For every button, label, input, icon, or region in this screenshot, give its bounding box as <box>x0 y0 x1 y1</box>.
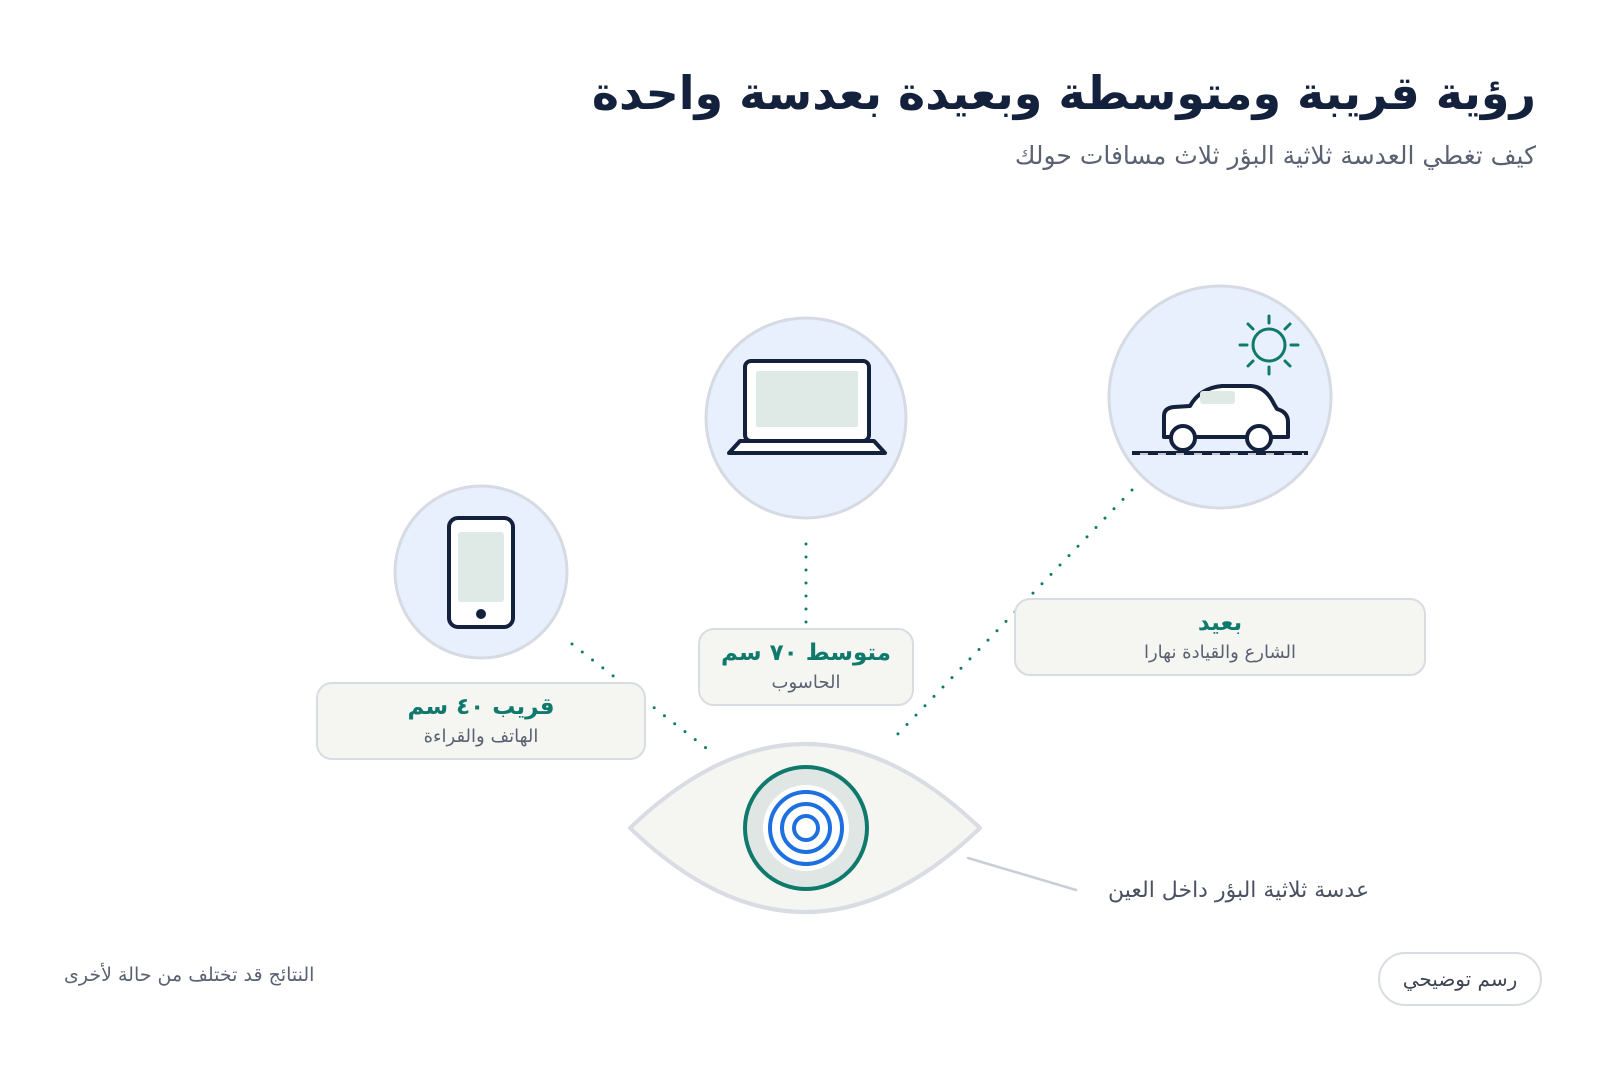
road-icon <box>1132 451 1308 455</box>
near-distance-title: قريب ٤٠ سم <box>407 694 555 721</box>
near-distance-card: قريب ٤٠ سم الهاتف والقراءة <box>316 682 646 760</box>
intermediate-distance-description: الحاسوب <box>771 672 841 694</box>
page-subtitle: كيف تغطي العدسة ثلاثية البؤر ثلاث مسافات… <box>1014 141 1536 170</box>
eye-icon <box>628 742 982 914</box>
smartphone-icon <box>393 484 569 660</box>
near-distance-description: الهاتف والقراءة <box>423 726 539 748</box>
far-distance-card: بعيد الشارع والقيادة نهارا <box>1014 598 1426 676</box>
page-title: رؤية قريبة ومتوسطة وبعيدة بعدسة واحدة <box>591 66 1536 120</box>
connector-far <box>892 488 1134 740</box>
intermediate-distance-card: متوسط ٧٠ سم الحاسوب <box>698 628 914 706</box>
far-distance-description: الشارع والقيادة نهارا <box>1143 642 1297 664</box>
car-icon <box>1162 384 1290 452</box>
results-footnote: النتائج قد تختلف من حالة لأخرى <box>64 964 315 986</box>
trifocal-lens-icon <box>768 790 844 866</box>
car-sun-icon <box>1107 284 1333 510</box>
far-distance-title: بعيد <box>1197 610 1243 637</box>
intermediate-distance-title: متوسط ٧٠ سم <box>720 640 892 667</box>
lens-pointer-line <box>966 856 1078 892</box>
illustration-badge: رسم توضيحي <box>1378 952 1542 1006</box>
sun-icon <box>1238 314 1300 376</box>
laptop-icon <box>704 316 908 520</box>
lens-caption: عدسة ثلاثية البؤر داخل العين <box>1108 878 1370 903</box>
